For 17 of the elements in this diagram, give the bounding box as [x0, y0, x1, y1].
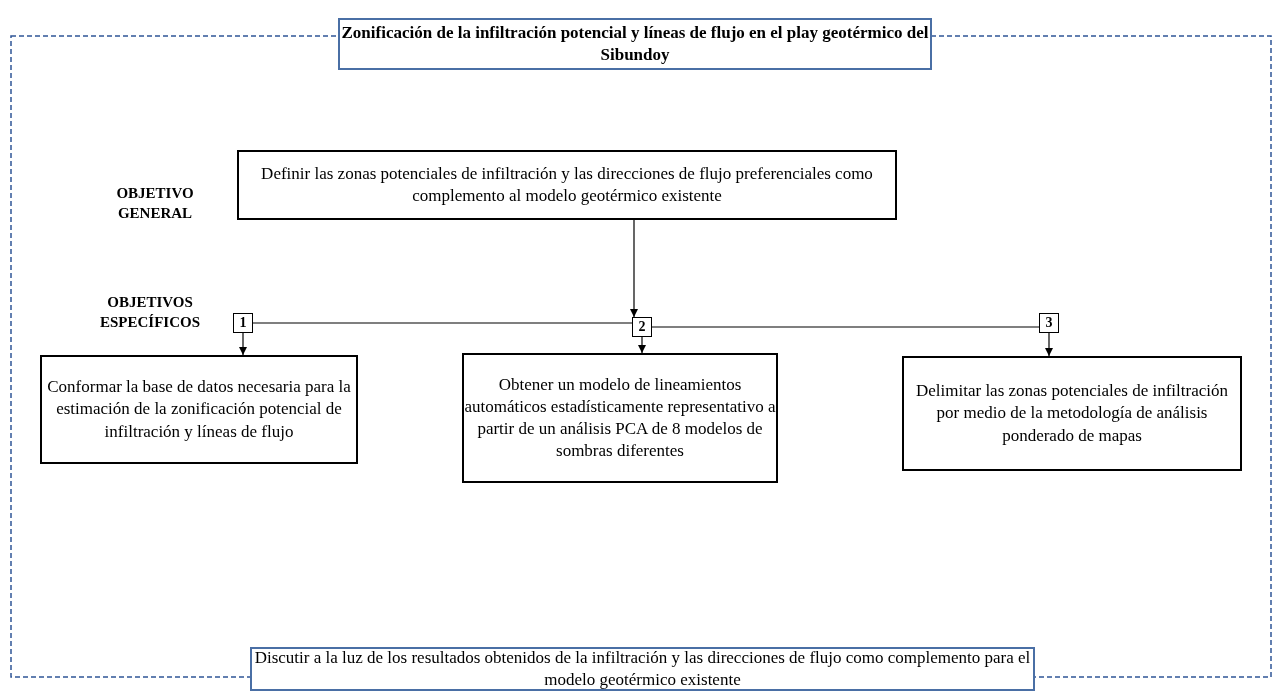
objective-box: Obtener un modelo de lineamientos automáticos estadísticamente representativo a partir de un análisis PCA de 8 modelos de sombras diferentes — [462, 353, 778, 483]
number-box: 2 — [632, 317, 652, 337]
arrow — [239, 332, 247, 356]
arrow — [638, 336, 646, 354]
section-label: OBJETIVO GENERAL — [115, 184, 195, 224]
number-box: 3 — [1039, 313, 1059, 333]
connector-line — [252, 322, 633, 324]
objective-box: Definir las zonas potenciales de infiltración y las direcciones de flujo preferenciales como complemento al modelo geotérmico existente — [237, 150, 897, 220]
arrow — [630, 219, 638, 318]
connector-line — [651, 326, 1040, 328]
objective-box: Delimitar las zonas potenciales de infiltración por medio de la metodología de análisis ponderado de mapas — [902, 356, 1242, 471]
section-label: OBJETIVOS ESPECÍFICOS — [99, 293, 201, 333]
number-box: 1 — [233, 313, 253, 333]
conclusion-box: Discutir a la luz de los resultados obtenidos de la infiltración y las direcciones de flujo como complemento para el modelo geotérmico existente — [250, 647, 1035, 691]
objective-box: Conformar la base de datos necesaria para la estimación de la zonificación potencial de infiltración y líneas de flujo — [40, 355, 358, 464]
title-box: Zonificación de la infiltración potencial y líneas de flujo en el play geotérmico del Sibundoy — [338, 18, 932, 70]
arrow — [1045, 332, 1053, 357]
